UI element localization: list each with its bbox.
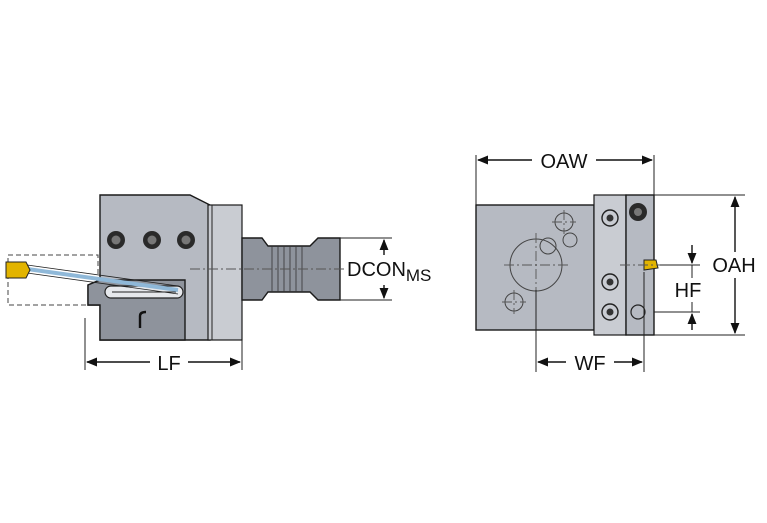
hole-pattern <box>502 210 578 314</box>
screw-icon <box>601 273 619 291</box>
screw-icon <box>601 209 619 227</box>
screw-icon <box>601 303 619 321</box>
oaw-label: OAW <box>540 151 587 173</box>
flange <box>207 204 243 341</box>
clamp-screw-icon <box>107 231 125 249</box>
oah-label: OAH <box>712 255 755 277</box>
hf-label: HF <box>675 280 702 302</box>
marking-icon <box>138 310 147 328</box>
clamp-screw-icon <box>177 231 195 249</box>
insert-icon <box>5 261 31 279</box>
side-view: LF DCONMS <box>5 194 463 375</box>
clamp-screw-icon <box>143 231 161 249</box>
front-view: OAW OAH HF WF <box>475 148 763 375</box>
lf-label: LF <box>157 353 180 375</box>
cooling-tube <box>19 266 179 292</box>
clamp-screw-icon <box>629 203 647 221</box>
dcon-label: DCONMS <box>347 259 431 285</box>
screw-icon <box>630 304 646 320</box>
base-plate <box>475 204 595 331</box>
wf-label: WF <box>574 353 605 375</box>
